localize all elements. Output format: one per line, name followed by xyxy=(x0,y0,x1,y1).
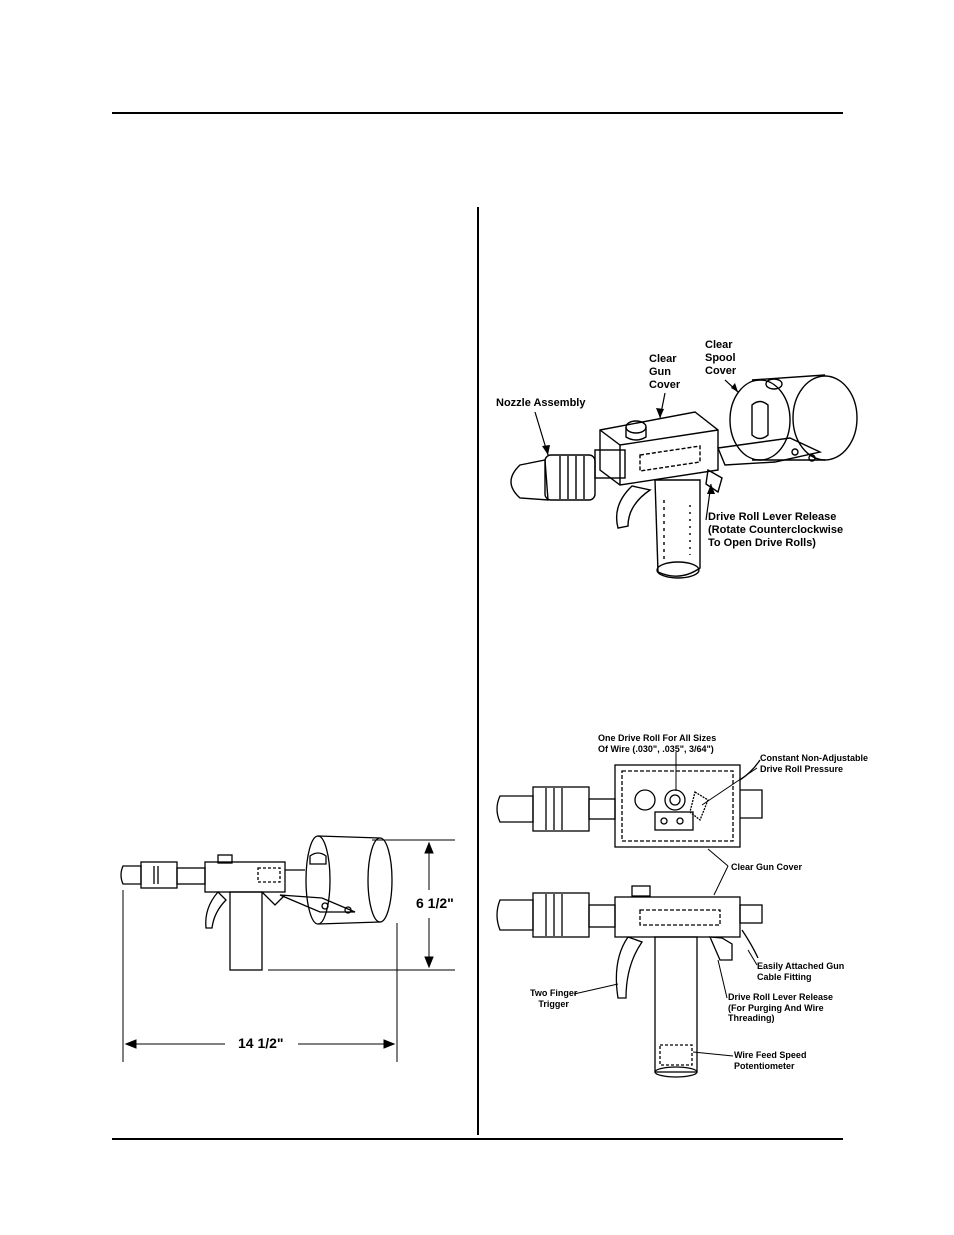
wire-feed-speed-label: Wire Feed Speed Potentiometer xyxy=(734,1050,807,1071)
trigger-outline xyxy=(205,891,227,929)
spool-bracket xyxy=(717,437,823,466)
handle-outline xyxy=(654,479,701,579)
length-dimension xyxy=(122,890,398,1062)
length-dimension-label: 14 1/2" xyxy=(238,1035,284,1051)
nozzle-assembly-outline xyxy=(510,449,626,501)
clear-gun-cover-label: Clear Gun Cover xyxy=(731,862,803,872)
nozzle-outline xyxy=(120,861,206,889)
cable-fitting-label: Easily Attached Gun Cable Fitting xyxy=(757,961,845,982)
gun-body-outline xyxy=(599,411,719,486)
bottom-rule xyxy=(112,1138,843,1140)
spool-outline xyxy=(305,835,393,925)
drive-roll-lever-release-label: Drive Roll Lever Release (For Purging An… xyxy=(728,992,834,1023)
side-view-outline xyxy=(496,885,763,1078)
spool-bracket xyxy=(279,894,356,913)
clear-gun-cover-label: Clear Gun Cover xyxy=(649,353,681,391)
handle-outline xyxy=(229,891,286,971)
spool-outline xyxy=(729,374,858,461)
two-finger-trigger-label: Two Finger Trigger xyxy=(530,988,578,1009)
constant-pressure-label: Constant Non-Adjustable Drive Roll Press… xyxy=(760,753,868,774)
top-rule xyxy=(112,112,843,114)
clear-spool-cover-label: Clear Spool Cover xyxy=(705,339,737,377)
bottom-leader-lines xyxy=(573,752,758,1057)
drive-roll-lever-outline xyxy=(705,468,723,494)
top-view-outline xyxy=(496,759,763,848)
drive-roll-all-sizes-label: One Drive Roll For All Sizes Of Wire (.0… xyxy=(598,733,717,754)
height-dimension xyxy=(268,839,455,971)
drive-roll-lever-release-label: Drive Roll Lever Release (Rotate Counter… xyxy=(708,511,844,549)
nozzle-assembly-label: Nozzle Assembly xyxy=(496,397,586,409)
trigger-outline xyxy=(615,485,652,529)
column-divider xyxy=(477,207,479,1135)
height-dimension-label: 6 1/2" xyxy=(416,895,454,911)
